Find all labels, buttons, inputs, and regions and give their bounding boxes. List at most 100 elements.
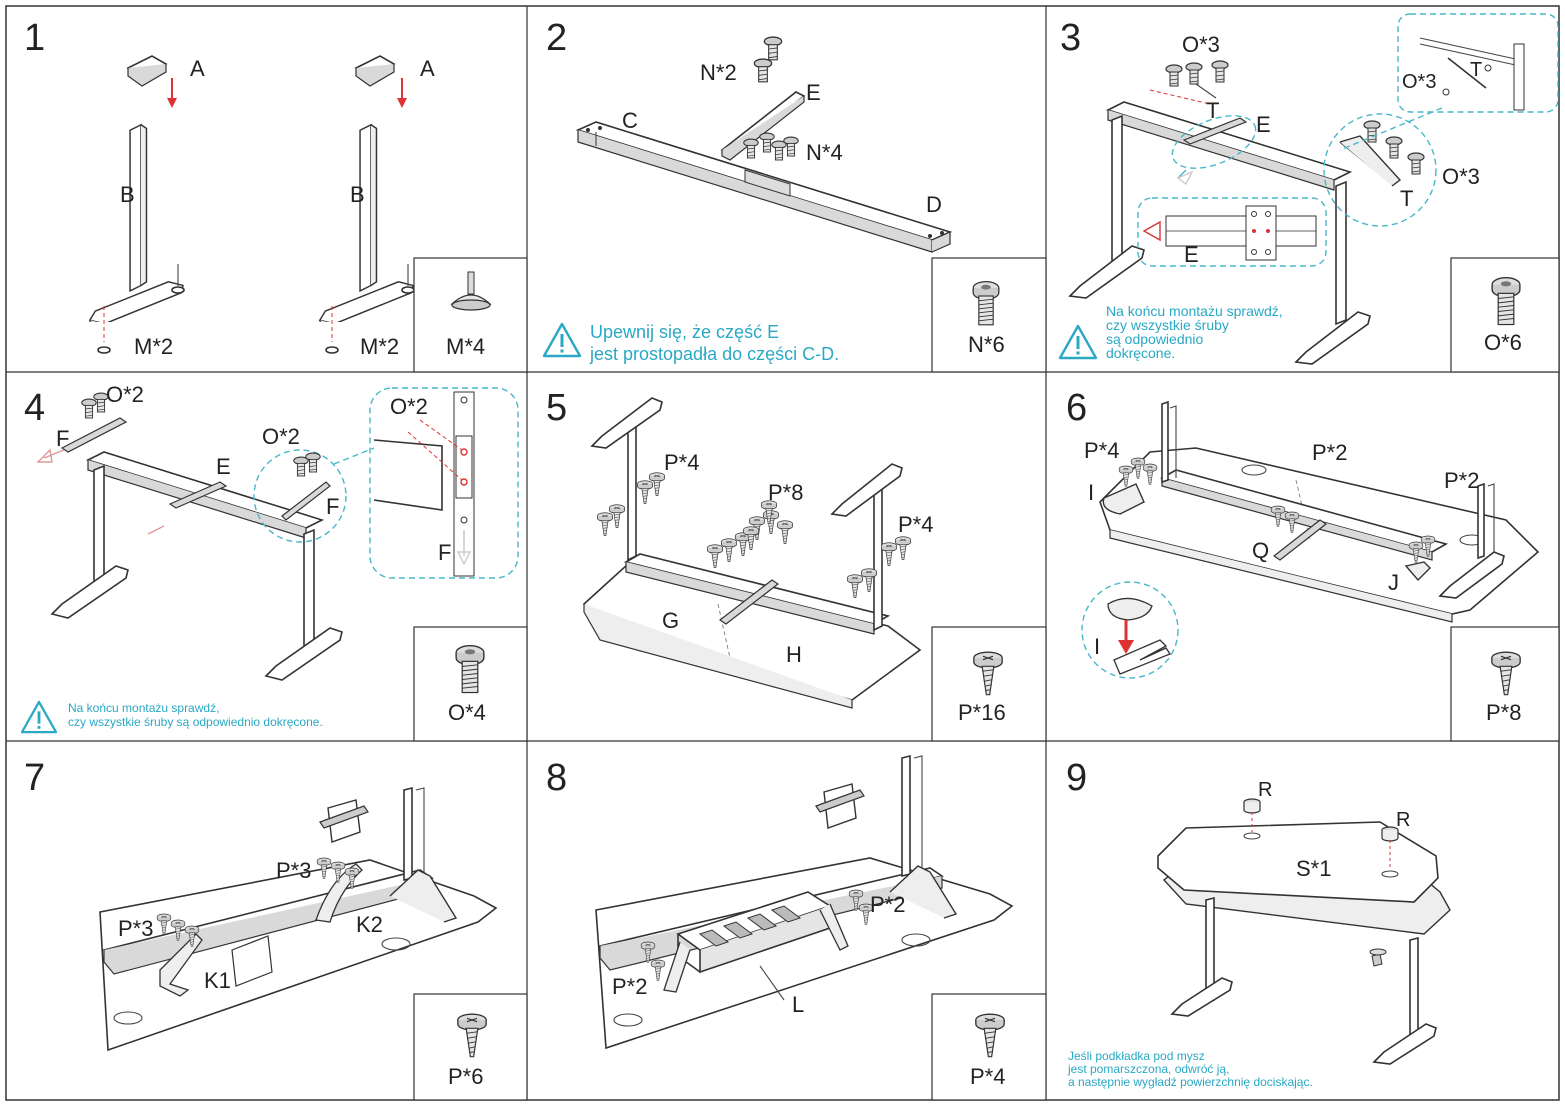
label-t: T	[1206, 98, 1219, 123]
step-number: 9	[1066, 757, 1087, 799]
label-o2: O*2	[390, 394, 428, 419]
label-o3: O*3	[1402, 71, 1436, 93]
beam-cd	[575, 121, 953, 253]
label-s1: S*1	[1296, 856, 1331, 881]
part-count-box: P*4	[931, 993, 1047, 1101]
label-b: B	[350, 182, 365, 207]
part-count: N*6	[968, 332, 1005, 357]
label-d: D	[926, 192, 942, 217]
label-p2: P*2	[1312, 440, 1347, 465]
step-2-panel: 2 N*2 E C N*4 D Upewnij się, że część E	[542, 17, 1047, 373]
step-7-panel: 7 P*3 P*3 K2 K1 P*6	[24, 757, 528, 1101]
step-number: 3	[1060, 17, 1081, 59]
part-count: O*4	[448, 700, 486, 725]
desktop-panel	[595, 857, 1014, 1050]
step-3-panel: 3 O*3 T E	[1058, 13, 1560, 373]
label-a: A	[420, 56, 435, 81]
label-t: T	[1470, 59, 1482, 81]
part-count: M*4	[446, 334, 485, 359]
label-m: M*2	[134, 334, 173, 359]
step-5-panel: 5 P*4 P*8	[546, 387, 1047, 742]
label-e: E	[216, 454, 231, 479]
grommet-r	[1243, 798, 1261, 832]
part-e-bracket	[720, 91, 806, 161]
part-count-box: P*8	[1450, 626, 1560, 742]
warning-triangle-icon	[542, 322, 582, 358]
leveling-foot-icon	[450, 271, 492, 311]
label-j: J	[1388, 570, 1399, 595]
label-c: C	[622, 108, 638, 133]
part-count-box: P*6	[413, 993, 528, 1101]
label-m: M*2	[360, 334, 399, 359]
label-f: F	[438, 540, 451, 565]
part-count-box: O*6	[1450, 257, 1560, 373]
part-count: P*16	[958, 700, 1006, 725]
finished-desk	[1157, 821, 1451, 1065]
label-p2: P*2	[1444, 468, 1479, 493]
label-o2: O*2	[262, 424, 300, 449]
warning-line-4: dokręcone.	[1106, 345, 1175, 361]
label-a: A	[190, 56, 205, 81]
step-number: 6	[1066, 387, 1087, 429]
part-count-box: O*4	[413, 626, 528, 742]
label-r: R	[1258, 779, 1272, 801]
step-1-panel: 1 A B M*2 A B M*2	[24, 17, 528, 373]
note-line-2: jest pomarszczona, odwróć ją,	[1067, 1062, 1229, 1076]
label-p8: P*8	[768, 480, 803, 505]
label-e: E	[1256, 112, 1271, 137]
label-p4: P*4	[664, 450, 699, 475]
step-number: 7	[24, 757, 45, 799]
step-6-panel: 6 P*4 P*2 P*2 I Q J	[1066, 387, 1560, 742]
step-number: 8	[546, 757, 567, 799]
part-count-box: N*6	[931, 257, 1047, 373]
inset-detail	[1397, 13, 1559, 113]
label-n2: N*2	[700, 60, 737, 85]
part-count: P*4	[970, 1064, 1005, 1089]
part-e-detail	[1137, 197, 1327, 267]
label-p2: P*2	[870, 892, 905, 917]
leg-b-right	[319, 55, 415, 354]
label-o2: O*2	[106, 382, 144, 407]
label-i: I	[1088, 480, 1094, 505]
cable-tray-l	[663, 891, 849, 993]
desktop-panel	[99, 859, 498, 1052]
inset-detail	[369, 387, 519, 579]
label-q: Q	[1252, 538, 1269, 563]
step-4-panel: 4 O*2 F E O*2 F	[20, 382, 528, 742]
part-count: O*6	[1484, 330, 1522, 355]
label-n4: N*4	[806, 140, 843, 165]
label-e: E	[1184, 242, 1199, 267]
label-g: G	[662, 608, 679, 633]
label-f: F	[56, 426, 69, 451]
warning-line-1: Na końcu montażu sprawdź,	[1106, 303, 1283, 319]
label-p3: P*3	[276, 858, 311, 883]
part-count: P*8	[1486, 700, 1521, 725]
label-k1: K1	[204, 968, 231, 993]
part-count: P*6	[448, 1064, 483, 1089]
panel-grid	[5, 5, 1560, 1101]
step-number: 5	[546, 387, 567, 429]
step-number: 1	[24, 17, 45, 59]
label-o3: O*3	[1442, 164, 1480, 189]
leg-b-left	[89, 55, 185, 354]
warning-line-1: Upewnij się, że część E	[590, 322, 779, 342]
warning-line-1: Na końcu montażu sprawdź,	[68, 701, 219, 715]
warning-line-2: czy wszystkie śruby są odpowiednio dokrę…	[68, 715, 323, 729]
label-p2: P*2	[612, 974, 647, 999]
warning-line-2: jest prostopadła do części C-D.	[589, 344, 839, 364]
label-b: B	[120, 182, 135, 207]
step-number: 2	[546, 17, 567, 59]
warning-line-3: są odpowiednio	[1106, 331, 1204, 347]
label-i: I	[1094, 634, 1100, 659]
label-r: R	[1396, 809, 1410, 831]
label-t: T	[1400, 186, 1413, 211]
frame-assembly	[590, 397, 903, 635]
label-p4: P*4	[1084, 438, 1119, 463]
frame-assembly	[50, 451, 343, 681]
part-count-box: P*16	[931, 626, 1047, 742]
label-o3: O*3	[1182, 32, 1220, 57]
frame-assembly	[1068, 101, 1371, 365]
label-k2: K2	[356, 912, 383, 937]
warning-triangle-icon	[1058, 324, 1098, 360]
label-p3: P*3	[118, 916, 153, 941]
